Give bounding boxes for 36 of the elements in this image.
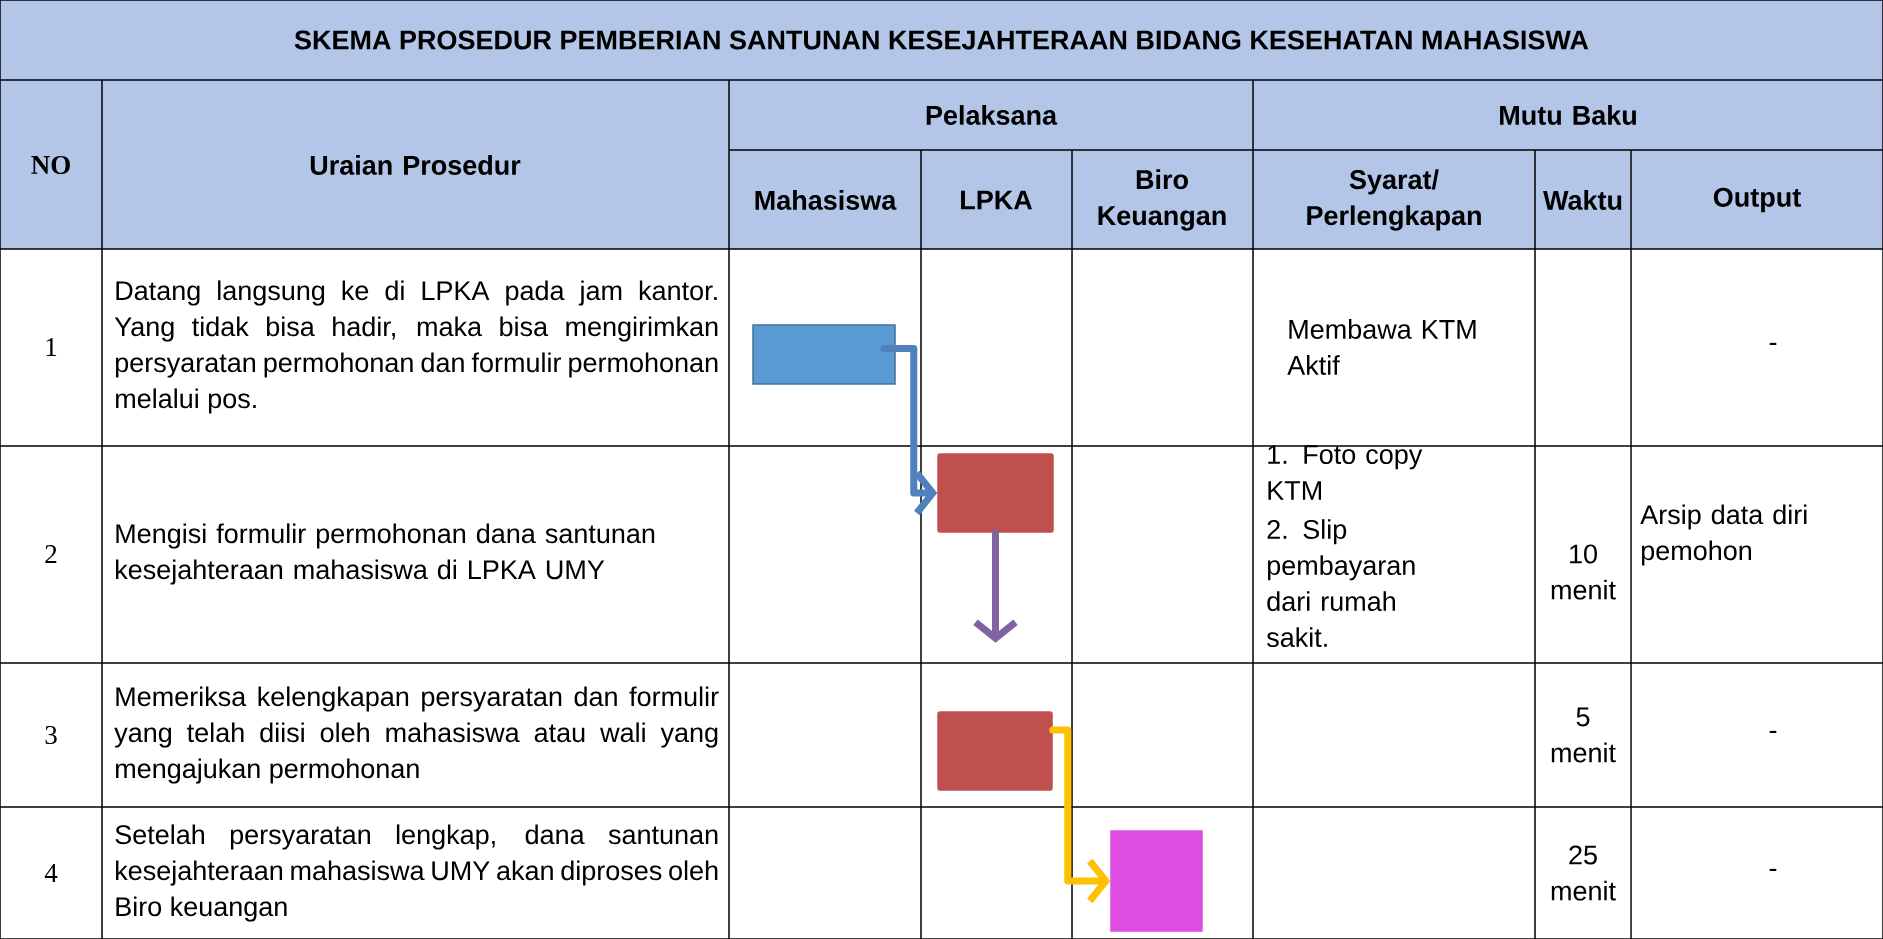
- column-header: NO: [31, 155, 70, 175]
- procedure-text: Datang langsung ke di LPKA pada jam kantor. Yang tidak bisa hadir, maka bisa mengirimkan persyaratan permohonan dan formulir permohonan melalui pos.: [114, 280, 718, 414]
- row-number: 3: [45, 725, 57, 745]
- cell-text: Arsip data diri pemohon: [1640, 504, 1807, 566]
- procedure-text: Setelah persyaratan lengkap, dana santunan kesejahteraan mahasiswa UMY akan diproses oleh Biro keuangan: [115, 824, 718, 922]
- process-box: [752, 324, 896, 385]
- arrow: [973, 529, 1018, 643]
- cell-text: 10 menit: [1551, 544, 1616, 600]
- procedure-text: Memeriksa kelengkapan persyaratan dan formulir yang telah diisi oleh mahasiswa atau wali yang mengajukan permohonan: [114, 686, 719, 784]
- arrow: [1049, 726, 1111, 904]
- arrow: [880, 345, 938, 516]
- column-header: Mutu Baku: [1500, 105, 1636, 125]
- cell-text: Membawa KTM Aktif: [1287, 319, 1476, 375]
- column-header: Syarat/ Perlengkapan: [1307, 169, 1481, 231]
- procedure-text: Mengisi formulir permohonan dana santunan kesejahteraan mahasiswa di LPKA UMY: [116, 523, 655, 585]
- column-header: Waktu: [1543, 190, 1622, 210]
- row-number: 1: [46, 338, 57, 356]
- process-box: [1110, 830, 1203, 932]
- cell-text: 25 menit: [1551, 845, 1616, 901]
- title: SKEMA PROSEDUR PEMBERIAN SANTUNAN KESEJAHTERAAN BIDANG KESEHATAN MAHASISWA: [294, 30, 1589, 50]
- column-header: Pelaksana: [926, 105, 1058, 125]
- cell-text: 1. Foto copy KTM: [1268, 445, 1423, 500]
- process-box: [937, 711, 1053, 791]
- cell-text: -: [1769, 730, 1777, 733]
- process-box: [937, 453, 1054, 533]
- row-number: 2: [45, 545, 57, 563]
- column-header: Uraian Prosedur: [310, 155, 521, 175]
- cell-text: 2. Slip pembayaran dari rumah sakit.: [1266, 519, 1415, 648]
- cell-text: 5 menit: [1551, 707, 1616, 763]
- column-header: Biro Keuangan: [1098, 169, 1226, 231]
- cell-text: -: [1769, 342, 1777, 345]
- column-header: LPKA: [961, 190, 1033, 210]
- row-number: 4: [44, 864, 58, 882]
- column-header: Output: [1713, 187, 1801, 213]
- cell-text: -: [1769, 868, 1777, 871]
- column-header: Mahasiswa: [755, 190, 897, 210]
